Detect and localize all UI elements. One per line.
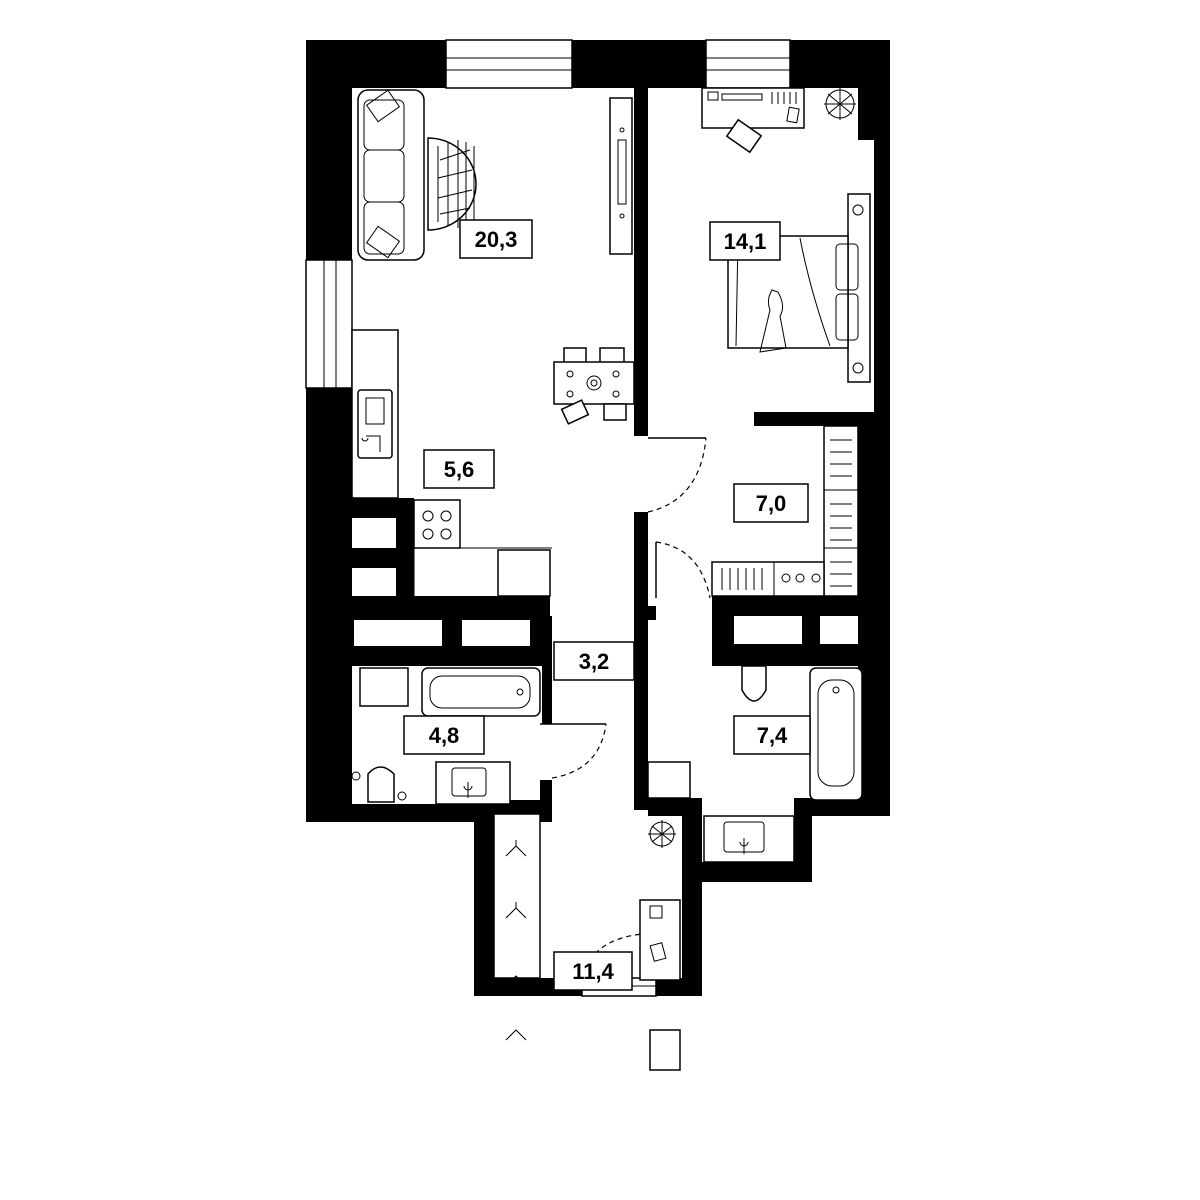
- plant-bedroom: [824, 88, 856, 120]
- window-living-left: [305, 259, 353, 389]
- outer-wall-right-corner: [858, 88, 890, 140]
- room-labels: 20,3 14,1 5,6 7,0 3,2 4,8 7,4 11,4: [403, 219, 811, 991]
- wall-bathroom-left-right: [542, 616, 552, 724]
- label-corridor: 3,2: [553, 641, 635, 681]
- outer-wall-left-upper: [306, 40, 352, 260]
- outer-wall-top-middle: [572, 40, 706, 88]
- area-living-room: 20,3: [475, 227, 518, 252]
- washing-machine-right: [647, 761, 691, 799]
- walls: [306, 40, 890, 996]
- area-hallway-upper: 7,0: [756, 491, 787, 516]
- area-bedroom: 14,1: [724, 229, 767, 254]
- entrance-hall-furniture: [493, 813, 681, 1071]
- window-living-top: [445, 39, 573, 89]
- label-kitchen: 5,6: [423, 449, 495, 489]
- wall-living-bedroom: [634, 88, 648, 436]
- living-room-furniture: [357, 89, 635, 425]
- area-entrance-hall: 11,4: [572, 959, 614, 984]
- tv-unit: [609, 97, 633, 255]
- wall-right-hall: [858, 426, 890, 812]
- toilet-left: [367, 766, 395, 803]
- shaft-1: [354, 522, 392, 546]
- area-kitchen: 5,6: [444, 457, 475, 482]
- console-table: [639, 899, 681, 981]
- wall-kitchen-bottom: [352, 596, 550, 616]
- desk: [701, 87, 805, 154]
- wall-hall-corridor: [634, 512, 648, 606]
- label-bedroom: 14,1: [709, 221, 781, 261]
- wall-stub: [634, 606, 656, 620]
- bathroom-right-furniture: [647, 665, 863, 863]
- area-bathroom-left: 4,8: [429, 723, 460, 748]
- hall-wardrobe: [711, 425, 859, 597]
- label-bathroom-right: 7,4: [733, 715, 811, 755]
- kitchen-furniture: [351, 329, 552, 597]
- wall-entrance-left: [474, 800, 494, 996]
- label-hallway-upper: 7,0: [733, 483, 809, 523]
- outer-wall-left-lower: [306, 388, 352, 822]
- wall-bathroom-right-bottom-right: [794, 798, 890, 816]
- wall-shaft-middle: [352, 548, 414, 568]
- bathtub-left: [421, 667, 541, 717]
- area-bathroom-right: 7,4: [757, 723, 788, 748]
- wall-bedroom-bottom: [754, 412, 890, 426]
- wall-sink-niche-right: [794, 798, 812, 882]
- wall-sink-niche-bottom: [684, 862, 812, 882]
- door-swing-bathroom-right: [655, 541, 711, 599]
- wall-bathroom-door-jamb: [540, 780, 552, 822]
- door-swing-bathroom-left: [551, 723, 607, 779]
- bathroom-left-furniture: [351, 667, 541, 805]
- toilet-right: [741, 665, 767, 702]
- label-living-room: 20,3: [459, 219, 533, 259]
- washing-machine: [359, 667, 409, 707]
- label-entrance-hall: 11,4: [553, 951, 633, 991]
- door-swing-living: [647, 437, 707, 513]
- area-corridor: 3,2: [579, 649, 610, 674]
- shoe-rack: [649, 1029, 681, 1071]
- sink-right: [703, 815, 795, 863]
- shaft-5: [734, 616, 802, 644]
- round-rug: [427, 137, 477, 231]
- fridge: [497, 549, 551, 597]
- stove: [413, 499, 461, 549]
- shaft-4: [462, 620, 530, 646]
- entrance-wardrobe: [493, 813, 541, 979]
- shaft-6: [820, 616, 858, 644]
- shaft-3: [354, 620, 442, 646]
- wall-entrance-right: [682, 806, 702, 996]
- wall-corridor-bathroom: [634, 620, 648, 810]
- sink-left: [435, 761, 511, 805]
- label-bathroom-left: 4,8: [403, 715, 485, 755]
- shaft-2: [354, 570, 392, 594]
- window-bedroom-top: [705, 39, 791, 89]
- plant-entrance: [648, 820, 676, 848]
- sofa: [357, 89, 425, 261]
- wall-entrance-bottom-right: [656, 978, 702, 996]
- dining-table: [553, 347, 635, 425]
